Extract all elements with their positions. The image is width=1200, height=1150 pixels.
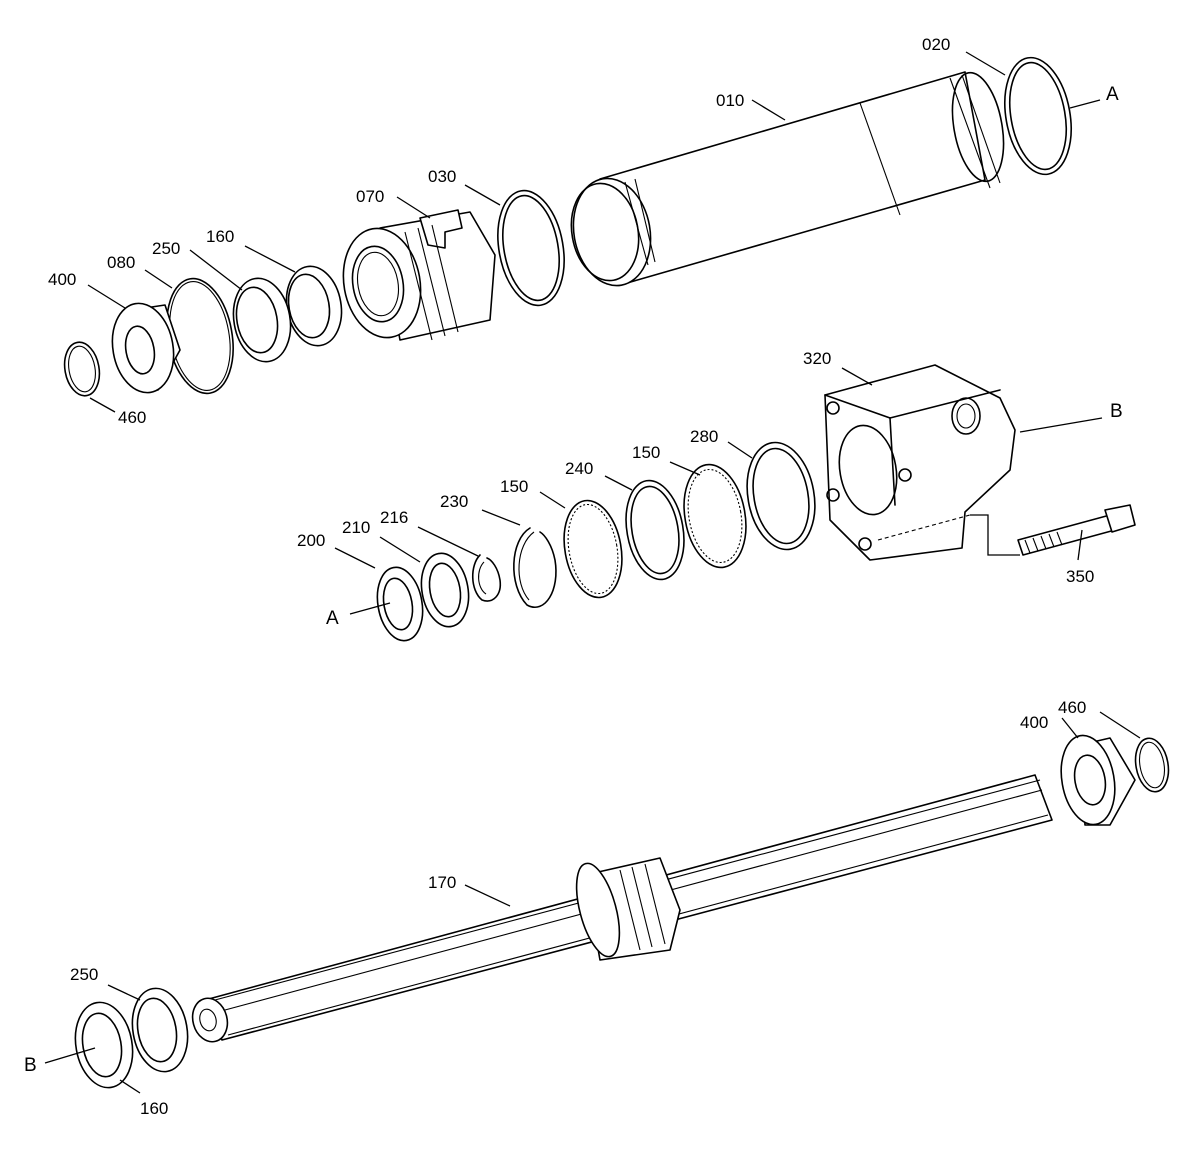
split-ring-230 bbox=[513, 527, 557, 608]
label-460-right: 460 bbox=[1058, 698, 1086, 717]
label-250-bottom: 250 bbox=[70, 965, 98, 984]
cylinder-head-070 bbox=[342, 209, 496, 341]
seal-160-bottom bbox=[74, 1001, 134, 1089]
cylinder-tube-010 bbox=[570, 71, 1005, 287]
label-160-top: 160 bbox=[206, 227, 234, 246]
leader-lines bbox=[44, 51, 1141, 1094]
label-400-top: 400 bbox=[48, 270, 76, 289]
seal-250-top bbox=[232, 277, 292, 363]
label-150-b: 150 bbox=[632, 443, 660, 462]
seal-250-bottom bbox=[131, 987, 189, 1073]
seal-210 bbox=[420, 552, 470, 628]
label-200: 200 bbox=[297, 531, 325, 550]
label-170: 170 bbox=[428, 873, 456, 892]
reference-letters: A A B B bbox=[24, 84, 1123, 1076]
part-labels: 010 020 030 070 160 250 080 400 460 320 … bbox=[48, 35, 1094, 1118]
label-250-top: 250 bbox=[152, 239, 180, 258]
label-400-right: 400 bbox=[1020, 713, 1048, 732]
wiper-400-top bbox=[111, 302, 181, 394]
ref-b-mid: B bbox=[1110, 401, 1123, 422]
label-030: 030 bbox=[428, 167, 456, 186]
bolt-350 bbox=[1017, 504, 1136, 556]
ring-240 bbox=[625, 479, 685, 581]
label-460-top: 460 bbox=[118, 408, 146, 427]
ring-150-a bbox=[563, 499, 623, 599]
ring-280 bbox=[746, 441, 816, 551]
label-230: 230 bbox=[440, 492, 468, 511]
seal-200 bbox=[376, 566, 424, 642]
label-240: 240 bbox=[565, 459, 593, 478]
ref-a-top: A bbox=[1106, 84, 1119, 105]
label-020: 020 bbox=[922, 35, 950, 54]
label-320: 320 bbox=[803, 349, 831, 368]
label-080: 080 bbox=[107, 253, 135, 272]
ref-a-mid: A bbox=[326, 608, 339, 629]
ring-030 bbox=[497, 189, 565, 307]
o-ring-020 bbox=[1004, 56, 1072, 176]
seal-160-top bbox=[285, 265, 343, 347]
ring-150-b bbox=[683, 463, 747, 569]
label-010: 010 bbox=[716, 91, 744, 110]
label-216: 216 bbox=[380, 508, 408, 527]
label-350: 350 bbox=[1066, 567, 1094, 586]
ring-460-top bbox=[63, 341, 101, 397]
ring-460-right bbox=[1134, 737, 1170, 793]
flange-block-320 bbox=[824, 364, 1020, 561]
snap-ring-216 bbox=[471, 554, 502, 602]
wiper-400-right bbox=[1060, 734, 1136, 826]
label-150-a: 150 bbox=[500, 477, 528, 496]
ref-b-bottom: B bbox=[24, 1055, 37, 1076]
label-210: 210 bbox=[342, 518, 370, 537]
label-160-bottom: 160 bbox=[140, 1099, 168, 1118]
piston-rod-170 bbox=[191, 774, 1053, 1043]
label-070: 070 bbox=[356, 187, 384, 206]
label-280: 280 bbox=[690, 427, 718, 446]
